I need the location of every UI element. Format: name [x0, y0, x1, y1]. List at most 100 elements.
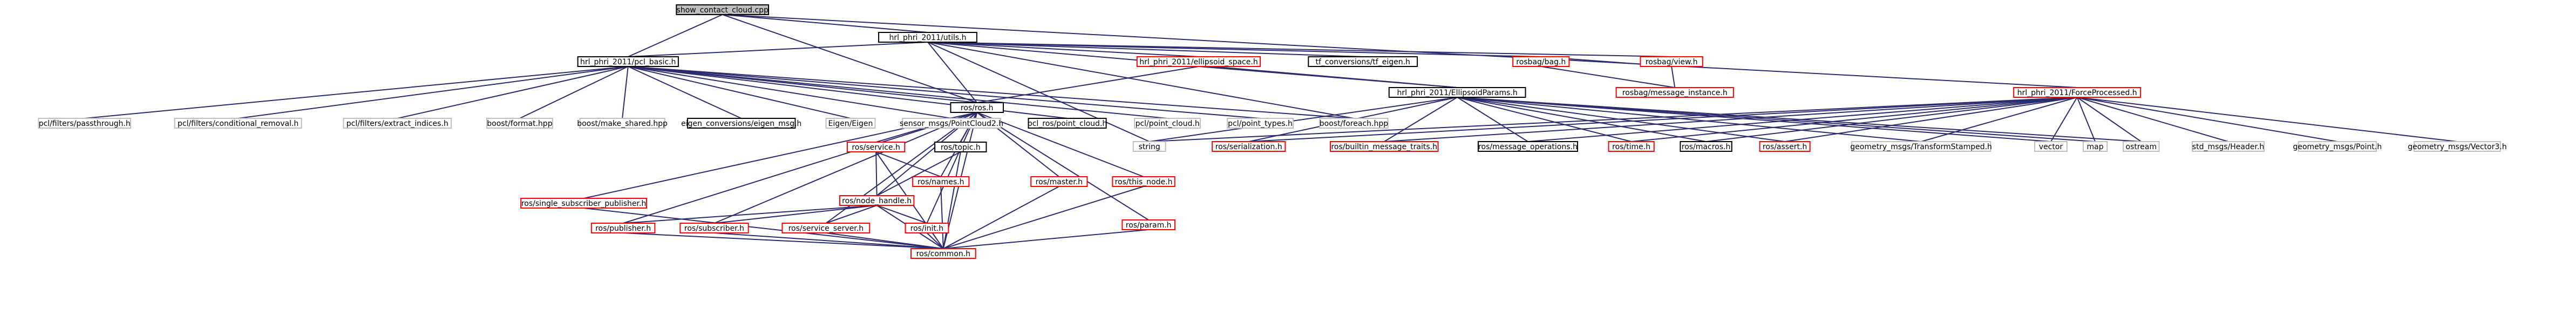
node-label: ros/publisher.h: [595, 224, 651, 233]
node-label: ros/message_operations.h: [1478, 143, 1578, 151]
node-label: ros/ros.h: [961, 104, 994, 112]
node-hrl-phri-2011-ForceProcessed-h[interactable]: hrl_phri_2011/ForceProcessed.h: [2013, 87, 2142, 98]
node-label: boost/make_shared.hpp: [577, 119, 668, 128]
edge-hrl_phri_2011_EllipsoidParams_h-to-ros_builtin_message_traits_h: [1384, 97, 1458, 142]
edge-ros_topic_h-to-ros_node_handle_h: [876, 151, 961, 196]
node-ros-builtin-message-traits-h[interactable]: ros/builtin_message_traits.h: [1329, 141, 1439, 152]
edge-hrl_phri_2011_ForceProcessed_h-to-ros_message_operations_h: [1527, 97, 2077, 142]
node-ros-this-node-h[interactable]: ros/this_node.h: [1112, 176, 1175, 187]
node-box: [2192, 141, 2265, 152]
edge-hrl_phri_2011_ForceProcessed_h-to-ros_assert_h: [1784, 97, 2077, 142]
node-box: [1615, 87, 1734, 98]
edge-hrl_phri_2011_EllipsoidParams_h-to-geometry_msgs_TransformStamped_h: [1457, 97, 1921, 142]
node-ros-ros-h[interactable]: ros/ros.h: [950, 102, 1004, 113]
node-show-contact-cloud-cpp[interactable]: show_contact_cloud.cpp: [676, 4, 770, 15]
node-ros-common-h[interactable]: ros/common.h: [910, 248, 976, 259]
node-ros-service-h[interactable]: ros/service.h: [846, 142, 906, 152]
node-ros-names-h[interactable]: ros/names.h: [912, 176, 970, 187]
node-tf-conversions-tf-eigen-h[interactable]: tf_conversions/tf_eigen.h: [1308, 56, 1418, 67]
node-label: geometry_msgs/Point.h: [2293, 143, 2382, 151]
node-ros-node-handle-h[interactable]: ros/node_handle.h: [839, 195, 915, 206]
node-hrl-phri-2011-ellipsoid-space-h[interactable]: hrl_phri_2011/ellipsoid_space.h: [1136, 56, 1261, 67]
node-box: [902, 118, 1001, 129]
node-eigen-conversions-eigen-msg-h[interactable]: eigen_conversions/eigen_msg.h: [681, 118, 801, 129]
node-box: [846, 142, 906, 152]
node-ros-single-subscriber-publisher-h[interactable]: ros/single_subscriber_publisher.h: [520, 198, 647, 209]
node-hrl-phri-2011-EllipsoidParams-h[interactable]: hrl_phri_2011/EllipsoidParams.h: [1388, 87, 1526, 98]
node-ros-time-h[interactable]: ros/time.h: [1608, 141, 1655, 152]
node-label: ros/single_subscriber_publisher.h: [521, 199, 646, 208]
node-box: [1319, 118, 1389, 129]
node-Eigen-Eigen: Eigen/Eigen: [825, 118, 876, 129]
node-label: Eigen/Eigen: [828, 119, 873, 128]
node-map: map: [2082, 141, 2108, 152]
node-boost-foreach-hpp: boost/foreach.hpp: [1319, 118, 1389, 129]
node-rosbag-view-h[interactable]: rosbag/view.h: [1640, 56, 1703, 67]
node-label: tf_conversions/tf_eigen.h: [1315, 58, 1410, 66]
edge-hrl_phri_2011_pcl_basic_h-to-pcl_point_cloud_h: [628, 66, 1168, 119]
node-ros-macros-h[interactable]: ros/macros.h: [1680, 141, 1732, 152]
node-box: [934, 142, 987, 152]
node-box: [1112, 176, 1175, 187]
edge-hrl_phri_2011_pcl_basic_h-to-boost_foreach_hpp: [628, 66, 1354, 119]
node-pcl-point-types-h: pcl/point_types.h: [1227, 118, 1294, 129]
node-std-msgs-Header-h: std_msgs/Header.h: [2192, 141, 2265, 152]
node-box: [878, 32, 977, 43]
node-label: pcl/filters/passthrough.h: [39, 119, 131, 128]
node-hrl-phri-2011-pcl-basic-h[interactable]: hrl_phri_2011/pcl_basic.h: [577, 56, 679, 67]
edge-hrl_phri_2011_ForceProcessed_h-to-vector: [2050, 97, 2078, 142]
node-box: [590, 223, 656, 233]
node-rosbag-bag-h[interactable]: rosbag/bag.h: [1512, 56, 1570, 67]
node-label: string: [1139, 143, 1160, 151]
edge-ros_subscriber_h-to-ros_common_h: [714, 232, 943, 249]
node-ros-master-h[interactable]: ros/master.h: [1030, 176, 1088, 187]
node-ros-assert-h[interactable]: ros/assert.h: [1759, 141, 1811, 152]
node-label: ros/service.h: [852, 143, 900, 152]
node-ros-serialization-h[interactable]: ros/serialization.h: [1212, 141, 1286, 152]
node-ros-publisher-h[interactable]: ros/publisher.h: [590, 223, 656, 233]
edge-hrl_phri_2011_ellipsoid_space_h-to-hrl_phri_2011_EllipsoidParams_h: [1198, 66, 1458, 88]
node-pcl-ros-point-cloud-h[interactable]: pcl_ros/point_cloud.h: [1028, 118, 1107, 129]
node-sensor-msgs-PointCloud2-h: sensor_msgs/PointCloud2.h: [900, 118, 1003, 129]
edge-hrl_phri_2011_ForceProcessed_h-to-map: [2076, 97, 2096, 142]
edge-ros_single_subscriber_publisher_h-to-ros_common_h: [583, 208, 943, 249]
node-ros-subscriber-h[interactable]: ros/subscriber.h: [679, 223, 749, 233]
edge-ros_node_handle_h-to-ros_publisher_h: [623, 205, 877, 224]
edge-ros_service_server_h-to-ros_common_h: [826, 232, 943, 249]
node-label: ros/this_node.h: [1115, 178, 1173, 186]
edge-hrl_phri_2011_utils_h-to-string: [927, 42, 1150, 142]
node-box: [486, 118, 553, 129]
edge-hrl_phri_2011_ForceProcessed_h-to-ros_macros_h: [1705, 97, 2077, 142]
edge-ros_publisher_h-to-ros_common_h: [623, 232, 943, 249]
node-ros-topic-h[interactable]: ros/topic.h: [934, 142, 987, 152]
node-vector: vector: [2034, 141, 2068, 152]
node-box: [1851, 141, 1992, 152]
node-label: pcl/filters/extract_indices.h: [346, 119, 448, 128]
node-hrl-phri-2011-utils-h[interactable]: hrl_phri_2011/utils.h: [878, 32, 977, 43]
node-box: [912, 176, 970, 187]
node-pcl-filters-passthrough-h: pcl/filters/passthrough.h: [38, 118, 132, 129]
node-ros-message-operations-h[interactable]: ros/message_operations.h: [1477, 141, 1578, 152]
edge-ros_ros_h-to-ros_this_node_h: [976, 112, 1144, 177]
node-box: [343, 118, 452, 129]
node-label: hrl_phri_2011/pcl_basic.h: [580, 58, 676, 66]
node-label: hrl_phri_2011/EllipsoidParams.h: [1397, 89, 1517, 97]
node-ros-service-server-h[interactable]: ros/service_server.h: [781, 223, 871, 233]
edge-hrl_phri_2011_pcl_basic_h-to-boost_make_shared_hpp: [622, 66, 629, 119]
edge-ros_ros_h-to-ros_param_h: [976, 112, 1149, 221]
node-ros-param-h[interactable]: ros/param.h: [1122, 219, 1175, 230]
node-ros-init-h[interactable]: ros/init.h: [905, 223, 949, 233]
node-box: [825, 118, 876, 129]
node-rosbag-message-instance-h[interactable]: rosbag/message_instance.h: [1615, 87, 1734, 98]
edge-ros_param_h-to-ros_common_h: [943, 229, 1149, 249]
edge-hrl_phri_2011_utils_h-to-hrl_phri_2011_ellipsoid_space_h: [927, 42, 1199, 57]
edge-rosbag_bag_h-to-rosbag_message_instance_h: [1541, 66, 1675, 88]
node-label: ros/serialization.h: [1215, 143, 1282, 151]
node-geometry-msgs-Vector3-h: geometry_msgs/Vector3.h: [2408, 141, 2507, 152]
edge-ros_ros_h-to-ros_subscriber_h: [714, 112, 977, 224]
node-box: [687, 118, 796, 129]
node-box: [781, 223, 871, 233]
node-label: ros/init.h: [910, 224, 944, 233]
node-label: vector: [2039, 143, 2063, 151]
